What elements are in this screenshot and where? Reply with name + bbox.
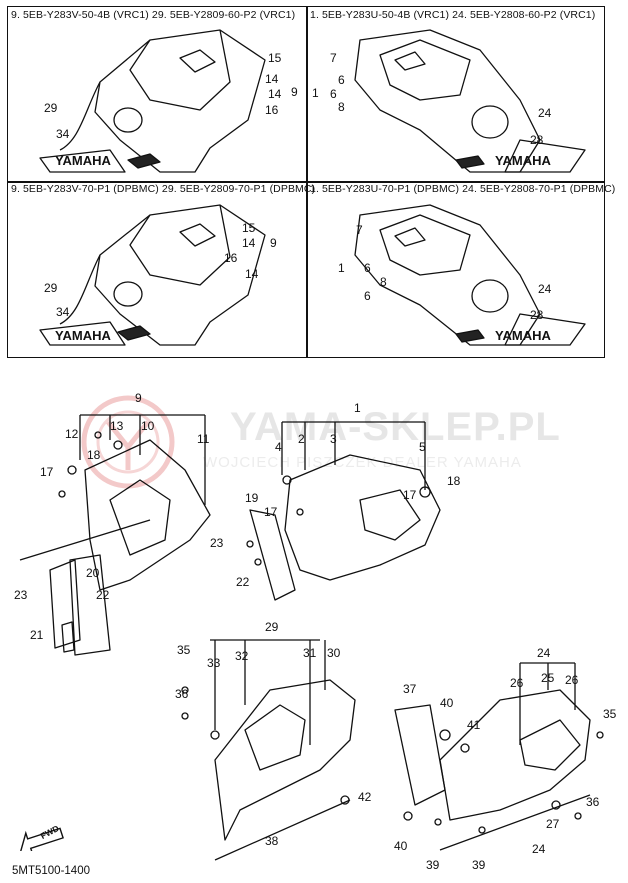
brand-text-tr: YAMAHA — [495, 153, 551, 168]
fairing-right-dpbmc — [354, 204, 586, 346]
callout-br-6: 24 — [538, 282, 552, 296]
callout-tr-6: 24 — [538, 106, 552, 120]
side-cowl-left-assembly — [19, 414, 211, 656]
callout-tr-7: 28 — [530, 133, 544, 147]
callout-l-4: 31 — [303, 646, 317, 660]
callout-u-5: 12 — [65, 427, 79, 441]
callout-l-2: 33 — [207, 656, 221, 670]
callout-l-1: 29 — [265, 620, 279, 634]
callout-u-15: 4 — [275, 440, 282, 454]
callout-bl-5: 14 — [245, 267, 259, 281]
callout-tl-5: 16 — [265, 103, 279, 117]
panel-header-top-left: 9. 5EB-Y283V-50-4B (VRC1) 29. 5EB-Y2809-… — [11, 9, 296, 21]
callout-u-3: 10 — [141, 419, 155, 433]
callout-l-17: 26 — [510, 676, 524, 690]
callout-l-8: 37 — [403, 682, 417, 696]
callout-tl-1: 15 — [268, 51, 282, 65]
callout-l-13: 40 — [394, 839, 408, 853]
callout-u-19: 19 — [245, 491, 259, 505]
panel-header-top-right: 1. 5EB-Y283U-50-4B (VRC1) 24. 5EB-Y2808-… — [310, 9, 596, 21]
callout-u-14: 3 — [330, 432, 337, 446]
callout-tl-2: 14 — [265, 72, 279, 86]
callout-u-18: 18 — [447, 474, 461, 488]
callout-u-10: 22 — [96, 588, 110, 602]
callout-l-3: 32 — [235, 649, 249, 663]
color-variant-panels — [7, 6, 605, 358]
callout-u-9: 23 — [14, 588, 28, 602]
fairing-right-vrc1 — [354, 29, 586, 173]
callout-bl-2: 14 — [242, 236, 256, 250]
brand-text-tl: YAMAHA — [55, 153, 111, 168]
callout-u-21: 23 — [210, 536, 224, 550]
callout-tr-5: 8 — [338, 100, 345, 114]
callout-u-16: 5 — [419, 440, 426, 454]
forward-arrow-icon — [19, 827, 64, 851]
callout-tr-1: 7 — [330, 51, 337, 65]
callout-u-6: 18 — [87, 448, 101, 462]
brand-text-bl: YAMAHA — [55, 328, 111, 343]
callout-u-22: 22 — [236, 575, 250, 589]
callout-u-11: 21 — [30, 628, 44, 642]
callout-l-11: 38 — [265, 834, 279, 848]
callout-tr-3: 1 — [312, 86, 319, 100]
callout-u-8: 20 — [86, 566, 100, 580]
callout-l-22: 36 — [586, 795, 600, 809]
fairing-left-vrc1 — [39, 29, 266, 173]
callout-tl-7: 34 — [56, 127, 70, 141]
callout-bl-7: 34 — [56, 305, 70, 319]
callout-l-9: 40 — [440, 696, 454, 710]
panel-divider-horizontal — [8, 181, 604, 183]
callout-l-20: 35 — [603, 707, 617, 721]
panel-header-bottom-left: 9. 5EB-Y283V-70-P1 (DPBMC) 29. 5EB-Y2809… — [11, 183, 316, 195]
callout-tl-4: 14 — [268, 87, 282, 101]
callout-bl-4: 16 — [224, 251, 238, 265]
callout-u-20: 17 — [264, 505, 278, 519]
callout-l-21: 27 — [546, 817, 560, 831]
callout-br-3: 6 — [364, 261, 371, 275]
callout-tl-6: 29 — [44, 101, 58, 115]
watermark-logo-icon — [81, 395, 175, 489]
front-cowl-assembly — [246, 421, 441, 601]
callout-bl-6: 29 — [44, 281, 58, 295]
callout-br-4: 8 — [380, 275, 387, 289]
callout-l-19: 26 — [565, 673, 579, 687]
callout-br-7: 28 — [530, 308, 544, 322]
callout-u-17: 17 — [403, 488, 417, 502]
callout-l-5: 30 — [327, 646, 341, 660]
callout-u-12: 1 — [354, 401, 361, 415]
callout-u-4: 11 — [197, 432, 210, 446]
under-cowl-right-assembly — [394, 662, 604, 851]
diagram-code: 5MT5100-1400 — [12, 865, 90, 877]
panel-header-bottom-right: 1. 5EB-Y283U-70-P1 (DPBMC) 24. 5EB-Y2808… — [310, 183, 616, 195]
callout-l-15: 39 — [472, 858, 486, 872]
under-cowl-left-assembly — [181, 639, 356, 861]
callout-u-1: 9 — [135, 391, 142, 405]
callout-br-1: 7 — [356, 223, 363, 237]
watermark-title: YAMA-SKLEP.PL — [230, 405, 561, 449]
callout-l-18: 25 — [541, 671, 555, 685]
callout-br-5: 6 — [364, 289, 371, 303]
callout-l-14: 39 — [426, 858, 440, 872]
callout-bl-3: 9 — [270, 236, 277, 250]
callout-br-2: 1 — [338, 261, 345, 275]
callout-u-2: 13 — [110, 419, 124, 433]
callout-u-7: 17 — [40, 465, 54, 479]
callout-l-12: 42 — [358, 790, 372, 804]
callout-tr-4: 6 — [330, 87, 337, 101]
brand-text-br: YAMAHA — [495, 328, 551, 343]
callout-tl-3: 9 — [291, 85, 298, 99]
callout-bl-1: 15 — [242, 221, 256, 235]
callout-l-16: 24 — [537, 646, 551, 660]
callout-l-6: 35 — [177, 643, 191, 657]
fairing-left-dpbmc — [39, 204, 266, 346]
callout-u-13: 2 — [298, 432, 305, 446]
callout-tr-2: 6 — [338, 73, 345, 87]
callout-l-10: 41 — [467, 718, 481, 732]
callout-l-7: 36 — [175, 687, 189, 701]
callout-l-23: 24 — [532, 842, 546, 856]
